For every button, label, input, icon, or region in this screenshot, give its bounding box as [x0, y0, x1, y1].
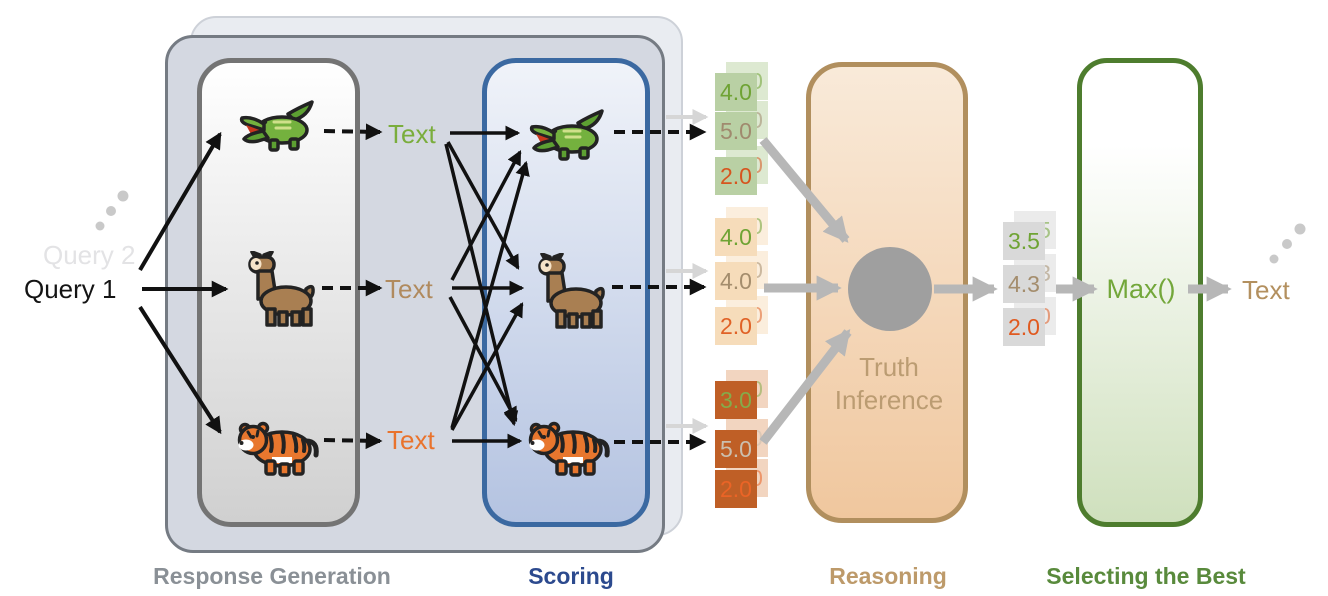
stage-label-selecting-the-best: Selecting the Best [1046, 563, 1246, 589]
score-value: 3.0 [720, 386, 752, 413]
truth-inference-node [848, 247, 932, 331]
llama-scorer-icon [532, 253, 608, 329]
more-outputs-ellipsis-dots [1269, 223, 1306, 264]
tiger-response-text-label: Text [387, 425, 435, 455]
score-chip-llama-response: 4.0 [715, 218, 757, 256]
score-value: 2.0 [1008, 313, 1040, 340]
score-chip-tiger-response: 5.0 [715, 430, 757, 468]
tiger-icon [236, 413, 320, 477]
score-value: 5.0 [720, 435, 752, 462]
score-value: 4.0 [720, 223, 752, 250]
crocodile-scorer-icon [528, 105, 612, 167]
score-chip-tiger-response: 2.0 [715, 470, 757, 508]
score-chip-llama-response: 4.0 [715, 262, 757, 300]
llama-icon [242, 251, 318, 327]
score-value: 4.0 [720, 78, 752, 105]
score-value: 2.0 [720, 312, 752, 339]
tiger-scorer-icon [527, 413, 611, 477]
score-chip-tiger-response: 3.0 [715, 381, 757, 419]
aggregated-score-chip: 2.0 [1003, 308, 1045, 346]
aggregated-score-chip: 4.3 [1003, 265, 1045, 303]
llama-response-text-label: Text [385, 274, 433, 304]
score-value: 5.0 [720, 117, 752, 144]
score-chip-crocodile-response: 4.0 [715, 73, 757, 111]
stage-label-response-generation: Response Generation [153, 563, 391, 589]
crocodile-icon [238, 96, 322, 158]
query-1-label: Query 1 [24, 274, 117, 304]
truth-inference-label-line1: Truth [859, 352, 919, 382]
score-value: 2.0 [720, 162, 752, 189]
crocodile-response-text-label: Text [388, 119, 436, 149]
max-operator-label: Max() [1106, 274, 1176, 304]
score-value: 2.0 [720, 475, 752, 502]
more-queries-ellipsis-dots [95, 190, 129, 231]
query-2-label: Query 2 [43, 240, 136, 270]
score-chip-llama-response: 2.0 [715, 307, 757, 345]
score-value: 3.5 [1008, 227, 1040, 254]
stage-label-reasoning: Reasoning [829, 563, 947, 589]
score-chip-crocodile-response: 2.0 [715, 157, 757, 195]
score-value: 4.3 [1008, 270, 1040, 297]
truth-inference-label-line2: Inference [834, 385, 944, 415]
output-text-label: Text [1242, 275, 1290, 305]
stage-label-scoring: Scoring [528, 563, 614, 589]
score-value: 4.0 [720, 267, 752, 294]
aggregated-score-chip: 3.5 [1003, 222, 1045, 260]
score-chip-crocodile-response: 5.0 [715, 112, 757, 150]
